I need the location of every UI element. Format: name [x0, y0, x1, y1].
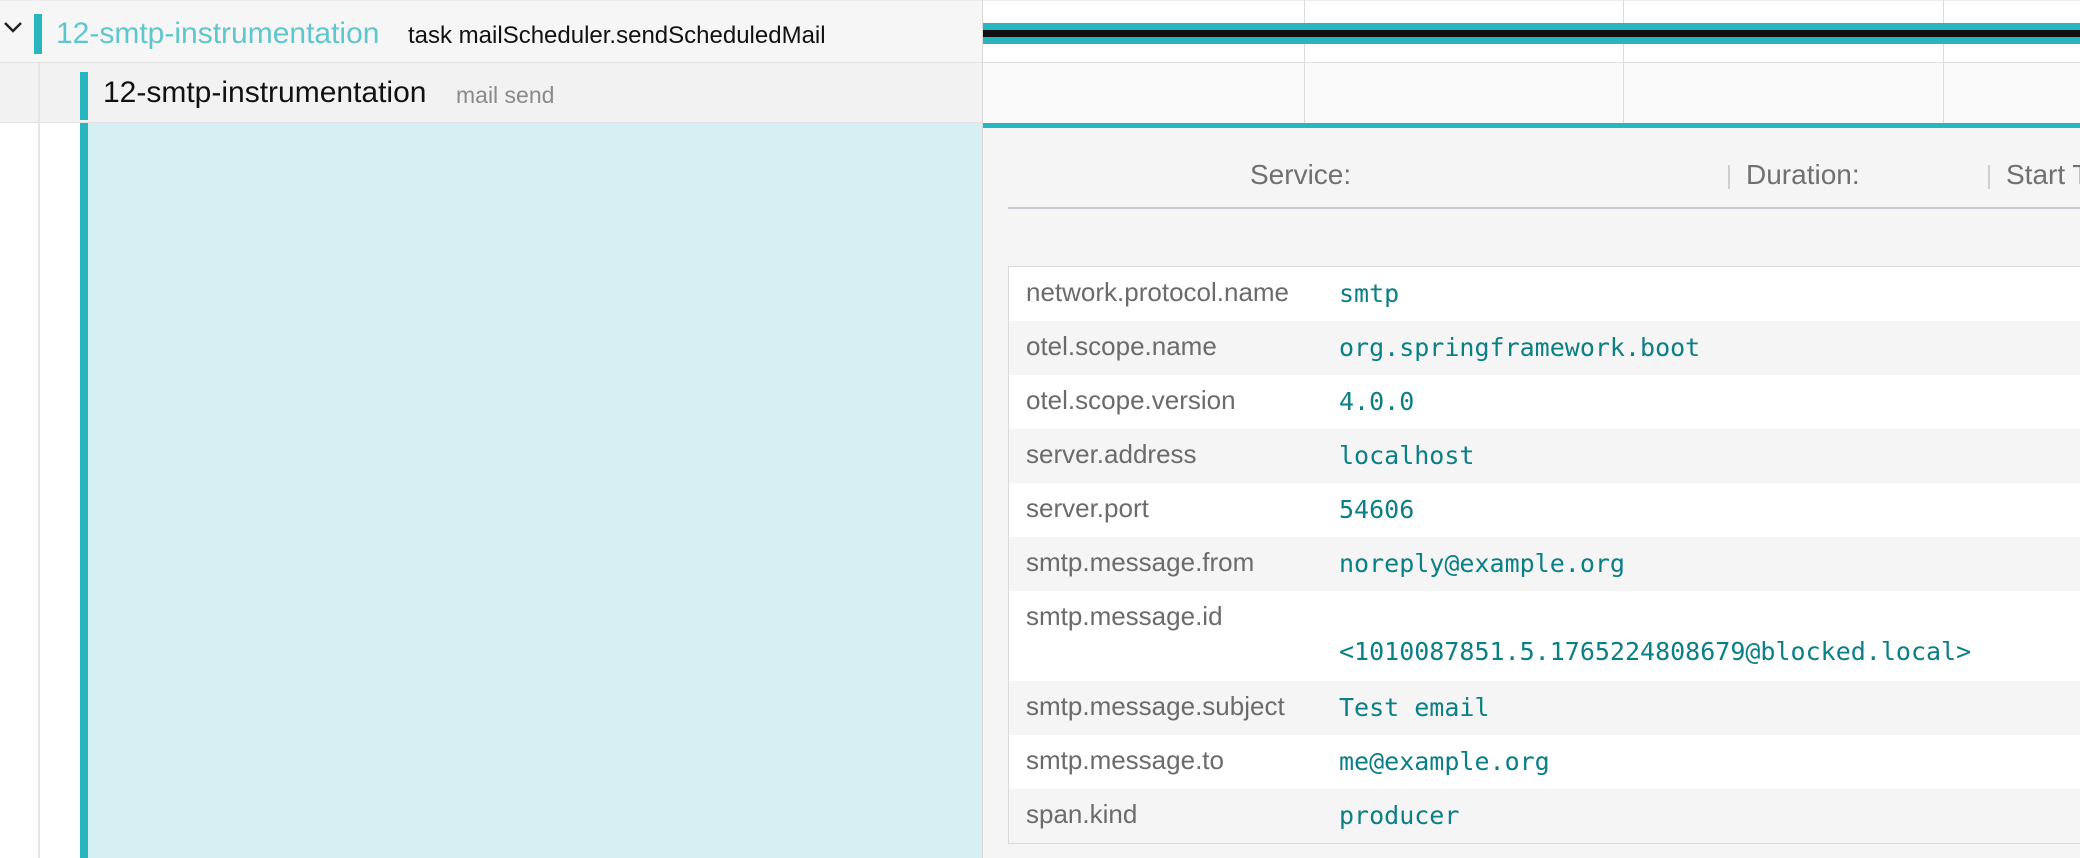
- root-span-color-bar: [34, 14, 42, 54]
- detail-header-underline: [1008, 207, 2080, 209]
- timeline-tick: [1623, 0, 1624, 123]
- child-span-color-bar: [80, 72, 88, 120]
- child-span-service[interactable]: 12-smtp-instrumentation: [103, 76, 427, 109]
- attribute-key: network.protocol.name: [1026, 277, 1290, 307]
- attribute-key: server.address: [1026, 439, 1197, 469]
- tree-guide-line: [38, 63, 40, 858]
- chevron-down-icon[interactable]: [2, 16, 24, 38]
- detail-start-label: Start T: [2006, 159, 2080, 190]
- detail-service-label: Service:: [1250, 159, 1352, 190]
- span-detail-stripe: [80, 123, 88, 858]
- attribute-row: span.kind producer: [1009, 789, 2080, 843]
- span-detail-left-pane: [80, 123, 983, 858]
- attributes-table: network.protocol.name smtp otel.scope.na…: [1008, 266, 2080, 844]
- timeline-tick: [1943, 0, 1944, 123]
- header-separator: [1988, 165, 1990, 189]
- attribute-row: server.port 54606: [1009, 483, 2080, 537]
- child-span-timeline-bar[interactable]: [983, 30, 2080, 37]
- attribute-key: otel.scope.name: [1026, 331, 1217, 361]
- attribute-value: 4.0.0: [1339, 387, 1415, 416]
- attribute-row: smtp.message.subject Test email: [1009, 681, 2080, 735]
- attribute-key: server.port: [1026, 493, 1149, 523]
- attribute-row: smtp.message.to me@example.org: [1009, 735, 2080, 789]
- attribute-value: noreply@example.org: [1339, 549, 1625, 578]
- attribute-value: producer: [1339, 801, 1460, 830]
- root-span-service[interactable]: 12-smtp-instrumentation: [56, 17, 380, 50]
- attribute-value: localhost: [1339, 441, 1475, 470]
- attribute-row: smtp.message.id <1010087851.5.1765224808…: [1009, 591, 2080, 681]
- attribute-value: Test email: [1339, 693, 1490, 722]
- attribute-key: smtp.message.to: [1026, 745, 1224, 775]
- attribute-key: otel.scope.version: [1026, 385, 1236, 415]
- root-span-operation[interactable]: task mailScheduler.sendScheduledMail: [408, 22, 826, 49]
- column-divider[interactable]: [982, 0, 983, 858]
- attribute-row: otel.scope.name org.springframework.boot: [1009, 321, 2080, 375]
- attribute-value: smtp: [1339, 279, 1400, 308]
- attribute-key: span.kind: [1026, 799, 1138, 829]
- timeline-row-child[interactable]: [983, 63, 2080, 123]
- span-detail-top-border: [983, 123, 2080, 128]
- attribute-key: smtp.message.subject: [1026, 691, 1285, 721]
- timeline-tick: [1304, 0, 1305, 123]
- attribute-key: smtp.message.id: [1026, 601, 1223, 631]
- root-span-row[interactable]: [0, 0, 983, 63]
- attribute-key: smtp.message.from: [1026, 547, 1255, 577]
- attribute-value: org.springframework.boot: [1339, 333, 1701, 362]
- attribute-row: smtp.message.from noreply@example.org: [1009, 537, 2080, 591]
- detail-duration-label: Duration:: [1746, 159, 1860, 190]
- attribute-row: network.protocol.name smtp: [1009, 267, 2080, 321]
- header-separator: [1728, 165, 1730, 189]
- attribute-value: me@example.org: [1339, 747, 1550, 776]
- child-span-operation[interactable]: mail send: [456, 82, 555, 108]
- attribute-row: otel.scope.version 4.0.0: [1009, 375, 2080, 429]
- child-span-row[interactable]: [0, 63, 983, 123]
- attribute-value: <1010087851.5.1765224808679@blocked.loca…: [1339, 637, 1972, 666]
- attribute-value: 54606: [1339, 495, 1415, 524]
- attribute-row: server.address localhost: [1009, 429, 2080, 483]
